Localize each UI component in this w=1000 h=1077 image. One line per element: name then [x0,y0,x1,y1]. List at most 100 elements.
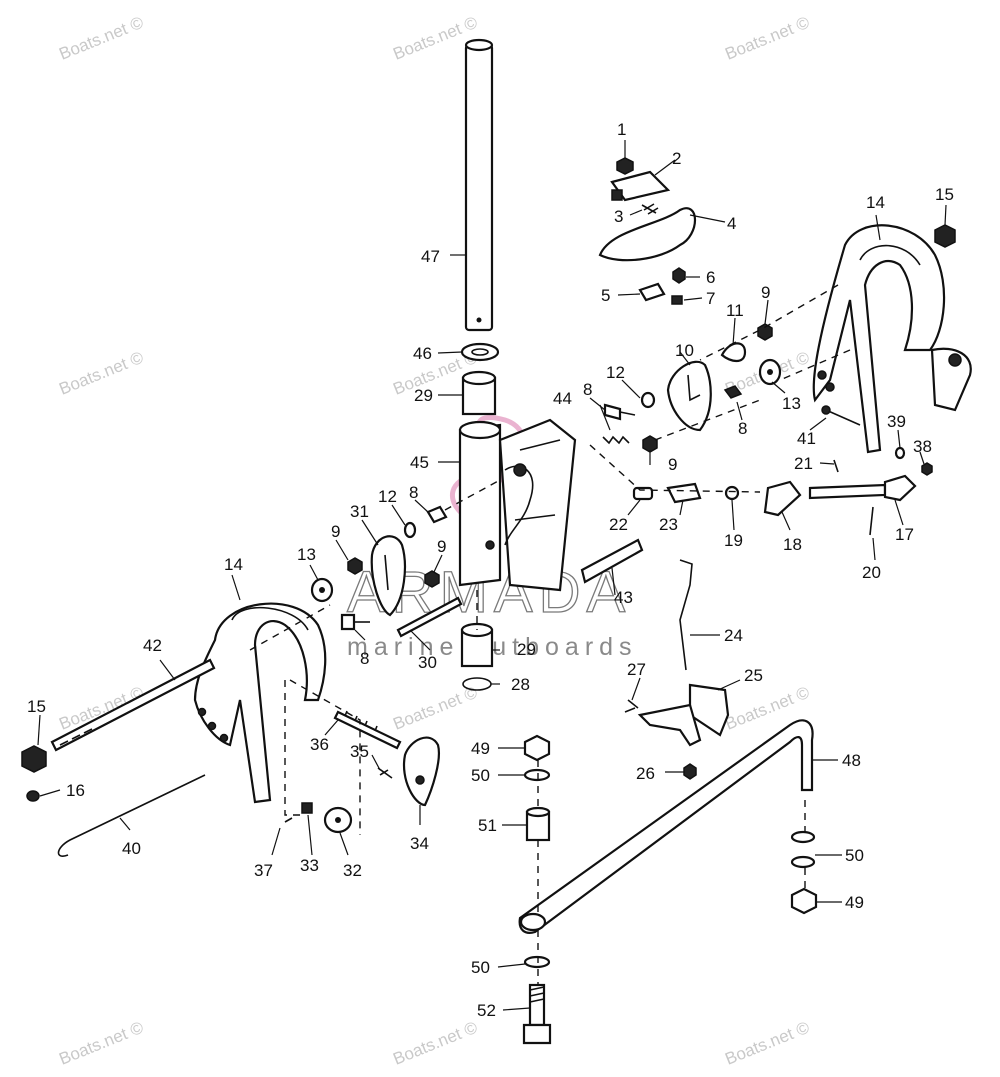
part-12-washer [640,391,656,409]
callout-5: 5 [601,286,610,305]
callout-51: 51 [478,816,497,835]
part-30-pin [396,596,463,638]
callout-43: 43 [614,588,633,607]
part-3-screw [641,203,659,215]
callout-15: 15 [935,185,954,204]
part-50-washer-top [523,768,551,782]
part-8-bolt-b [723,385,743,399]
part-21-pin [833,459,839,473]
watermark: Boats.net © [56,348,146,399]
callout-28: 28 [511,675,530,694]
leader-lines [37,140,947,1011]
part-52-bolt [522,983,552,1045]
part-18-bracket [763,480,802,517]
part-43-plate [580,538,644,584]
part-47-steering-tube [464,38,494,332]
part-51-spacer [525,806,551,842]
callout-29: 29 [414,386,433,405]
part-31-plate [370,535,406,617]
part-39-washer [894,446,906,460]
callout-50b: 50 [845,846,864,865]
part-50-washer-bottom [523,955,551,969]
callout-26: 26 [636,764,655,783]
callout-45: 45 [410,453,429,472]
part-20-pin [869,506,874,536]
callout-48: 48 [842,751,861,770]
callout-15b: 15 [27,697,46,716]
watermark: Boats.net © [390,683,480,734]
part-9-nut-center-left [424,570,440,588]
callout-37: 37 [254,861,273,880]
part-15-nut-right [934,224,956,248]
callout-3: 3 [614,207,623,226]
callout-20: 20 [862,563,881,582]
callout-6: 6 [706,268,715,287]
watermark: Boats.net © [56,1018,146,1069]
callout-12b: 12 [378,487,397,506]
callout-17: 17 [895,525,914,544]
callout-49: 49 [471,739,490,758]
part-13-washer [758,358,782,386]
callout-12: 12 [606,363,625,382]
callout-31: 31 [350,502,369,521]
callout-33: 33 [300,856,319,875]
part-4-cover [598,207,696,262]
callout-49b: 49 [845,893,864,912]
callout-29b: 29 [517,640,536,659]
part-9-nut-center [642,435,658,453]
part-42-bolt [50,658,216,752]
callout-2: 2 [672,149,681,168]
callout-44: 44 [553,389,572,408]
callout-9b: 9 [668,455,677,474]
part-34-plate [402,736,440,807]
part-6-nut [672,267,686,284]
callout-18: 18 [783,535,802,554]
part-23-link [666,482,702,504]
part-49-nut-right [790,887,818,915]
watermarks: Boats.net © Boats.net © Boats.net © Boat… [56,13,812,1069]
part-29-bushing-lower [460,622,494,668]
callout-52: 52 [477,1001,496,1020]
part-40-rod [57,774,206,857]
callout-46: 46 [413,344,432,363]
part-2-clip [610,170,671,202]
watermark: Boats.net © [390,1018,480,1069]
part-45-swivel-bracket [458,418,577,592]
callout-25: 25 [744,666,763,685]
callout-27: 27 [627,660,646,679]
part-41-bolt [821,405,861,426]
part-27-screw [624,699,639,713]
callout-41: 41 [797,429,816,448]
part-36-rod [333,710,402,750]
part-13-washer-left [310,577,334,603]
part-26-nut [683,763,697,780]
watermark: Boats.net © [722,13,812,64]
callout-23: 23 [659,515,678,534]
callout-8c: 8 [409,483,418,502]
callout-21: 21 [794,454,813,473]
callout-34: 34 [410,834,429,853]
callout-47: 47 [421,247,440,266]
callout-22: 22 [609,515,628,534]
part-12-washer-left [403,521,417,539]
part-5-clip [638,282,666,302]
part-32-washer [323,806,353,834]
part-24-rod [679,559,693,671]
callout-35: 35 [350,742,369,761]
part-14-clamp-bracket-left [193,602,327,804]
callout-11: 11 [726,301,744,320]
callout-32: 32 [343,861,362,880]
callout-10: 10 [675,341,694,360]
part-46-washer [460,342,500,362]
callout-8: 8 [583,380,592,399]
part-48-tie-bar [518,719,814,934]
callout-9: 9 [761,283,770,302]
callout-30: 30 [418,653,437,672]
callout-38: 38 [913,437,932,456]
part-29-bushing [461,370,497,416]
part-11-spring [720,342,747,363]
part-37-pin [284,817,293,823]
part-10-plate [666,360,712,432]
callout-14: 14 [866,193,885,212]
